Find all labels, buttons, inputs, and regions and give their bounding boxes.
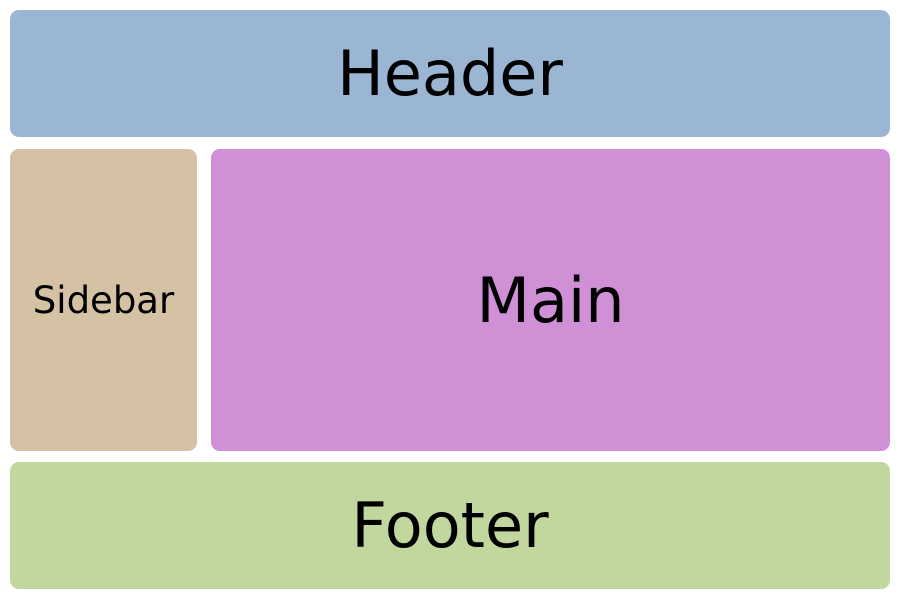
main-label: Main (476, 263, 625, 337)
sidebar-region: Sidebar (10, 149, 197, 451)
main-region: Main (211, 149, 890, 451)
sidebar-label: Sidebar (32, 278, 175, 322)
header-label: Header (337, 37, 563, 110)
header-region: Header (10, 10, 890, 137)
footer-label: Footer (351, 489, 549, 562)
footer-region: Footer (10, 462, 890, 589)
